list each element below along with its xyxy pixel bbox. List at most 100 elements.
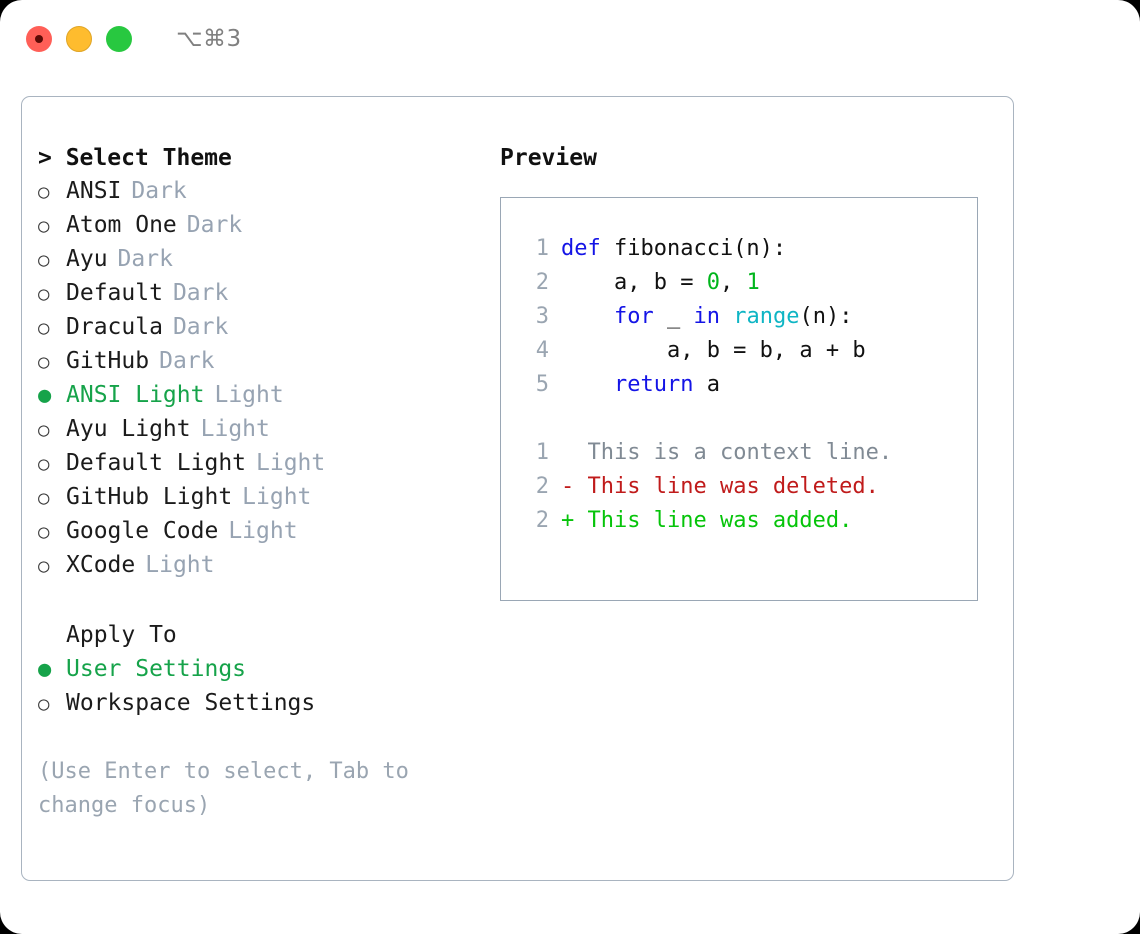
minimize-button-icon[interactable] xyxy=(66,26,92,52)
theme-option-atom-one[interactable]: ○ Atom One Dark xyxy=(38,209,500,243)
theme-option-label: Atom One xyxy=(66,212,177,238)
radio-selected-icon: ● xyxy=(38,383,52,408)
apply-to-heading: ○Apply To xyxy=(38,619,500,653)
theme-option-ayu[interactable]: ○ Ayu Dark xyxy=(38,243,500,277)
theme-option-variant-badge: Dark xyxy=(117,246,173,272)
code-token-kw: for xyxy=(613,304,654,329)
code-token-txt: , xyxy=(719,270,747,295)
theme-option-label: ANSI xyxy=(66,178,122,204)
theme-option-variant-badge: Dark xyxy=(131,178,187,204)
code-line-number: 1 xyxy=(535,236,549,261)
radio-unselected-icon: ○ xyxy=(38,693,50,715)
theme-option-label: GitHub xyxy=(66,348,150,374)
radio-selected-icon: ● xyxy=(38,657,52,682)
theme-option-xcode[interactable]: ○ XCode Light xyxy=(38,549,500,583)
theme-option-variant-badge: Light xyxy=(228,518,298,544)
code-line-number: 3 xyxy=(535,304,549,329)
close-button-icon[interactable] xyxy=(26,26,52,52)
theme-picker-heading-label: Select Theme xyxy=(65,145,232,171)
apply-to-option-label: Workspace Settings xyxy=(66,690,316,716)
spacer xyxy=(38,583,500,619)
radio-unselected-icon: ○ xyxy=(38,215,50,237)
theme-option-label: Ayu Light xyxy=(66,416,191,442)
code-token-txt: (n): xyxy=(799,304,853,329)
theme-option-label: Ayu xyxy=(66,246,108,272)
code-line-number: 2 xyxy=(535,270,549,295)
theme-option-variant-badge: Dark xyxy=(172,280,229,306)
code-token-num: 1 xyxy=(746,270,760,295)
code-line: 5 return a xyxy=(523,372,977,406)
keyboard-hint: (Use Enter to select, Tab to change focu… xyxy=(38,759,423,818)
preview-title: Preview xyxy=(500,145,597,171)
apply-to-option-user-settings[interactable]: ●User Settings xyxy=(38,653,500,687)
theme-option-variant-badge: Light xyxy=(242,484,312,510)
theme-option-variant-badge: Dark xyxy=(186,212,243,238)
theme-option-variant-badge: Light xyxy=(145,552,215,578)
theme-picker-heading: > Select Theme xyxy=(38,141,500,175)
code-token-txt: a xyxy=(693,372,720,397)
radio-unselected-icon: ○ xyxy=(38,555,50,577)
diff-marker-icon xyxy=(561,440,588,465)
code-token-txt xyxy=(561,304,614,329)
code-token-txt: fibonacci(n): xyxy=(613,236,787,261)
diff-marker-icon: - xyxy=(561,474,588,499)
theme-option-variant-badge: Light xyxy=(200,416,270,442)
diff-line-text: This is a context line. xyxy=(587,440,893,465)
theme-option-variant-badge: Light xyxy=(214,382,284,408)
theme-option-github[interactable]: ○ GitHub Dark xyxy=(38,345,500,379)
code-token-txt: _ xyxy=(653,304,694,329)
radio-unselected-icon: ○ xyxy=(38,351,50,373)
code-line: 2 a, b = 0, 1 xyxy=(523,270,977,304)
code-line: 3 for _ in range(n): xyxy=(523,304,977,338)
code-token-kw: return xyxy=(613,372,694,397)
theme-option-label: XCode xyxy=(66,552,136,578)
code-token-kw: def xyxy=(561,236,614,261)
theme-option-variant-badge: Light xyxy=(256,450,326,476)
theme-option-ayu-light[interactable]: ○ Ayu Light Light xyxy=(38,413,500,447)
code-token-fn: range xyxy=(733,304,800,329)
theme-option-label: ANSI Light xyxy=(66,382,205,408)
radio-unselected-icon: ○ xyxy=(38,419,50,441)
maximize-button-icon[interactable] xyxy=(106,26,132,52)
theme-option-label: GitHub Light xyxy=(66,484,233,510)
radio-unselected-icon: ○ xyxy=(38,249,50,271)
theme-option-variant-badge: Dark xyxy=(159,348,215,374)
code-line-number: 4 xyxy=(535,338,549,363)
diff-line-number: 2 xyxy=(535,508,549,533)
theme-option-label: Google Code xyxy=(66,518,219,544)
code-line-number: 5 xyxy=(535,372,549,397)
diff-line-number: 2 xyxy=(535,474,549,499)
theme-option-ansi-light[interactable]: ● ANSI Light Light xyxy=(38,379,500,413)
code-line: 1 def fibonacci(n): xyxy=(523,236,977,270)
code-token-kw: in xyxy=(693,304,720,329)
radio-unselected-icon: ○ xyxy=(38,317,50,339)
radio-unselected-icon: ○ xyxy=(38,521,50,543)
code-token-num: 0 xyxy=(706,270,720,295)
code-token-txt: a, b = xyxy=(561,270,707,295)
diff-line-del: 2- This line was deleted. xyxy=(523,474,977,508)
apply-to-list[interactable]: ●User Settings ○ Workspace Settings xyxy=(38,653,500,721)
diff-marker-icon: + xyxy=(561,508,588,533)
theme-option-google-code[interactable]: ○ Google Code Light xyxy=(38,515,500,549)
theme-option-variant-badge: Dark xyxy=(172,314,229,340)
diff-line-text: This line was deleted. xyxy=(587,474,879,499)
apply-to-heading-label: Apply To xyxy=(66,622,177,648)
selection-caret-icon: > xyxy=(38,145,66,171)
diff-line-ctx: 1 This is a context line. xyxy=(523,440,977,474)
radio-unselected-icon: ○ xyxy=(38,453,50,475)
code-token-txt: a, b = b, a + b xyxy=(561,338,866,363)
radio-unselected-icon: ○ xyxy=(38,283,50,305)
diff-line-text: This line was added. xyxy=(587,508,853,533)
apply-to-option-workspace-settings[interactable]: ○ Workspace Settings xyxy=(38,687,500,721)
